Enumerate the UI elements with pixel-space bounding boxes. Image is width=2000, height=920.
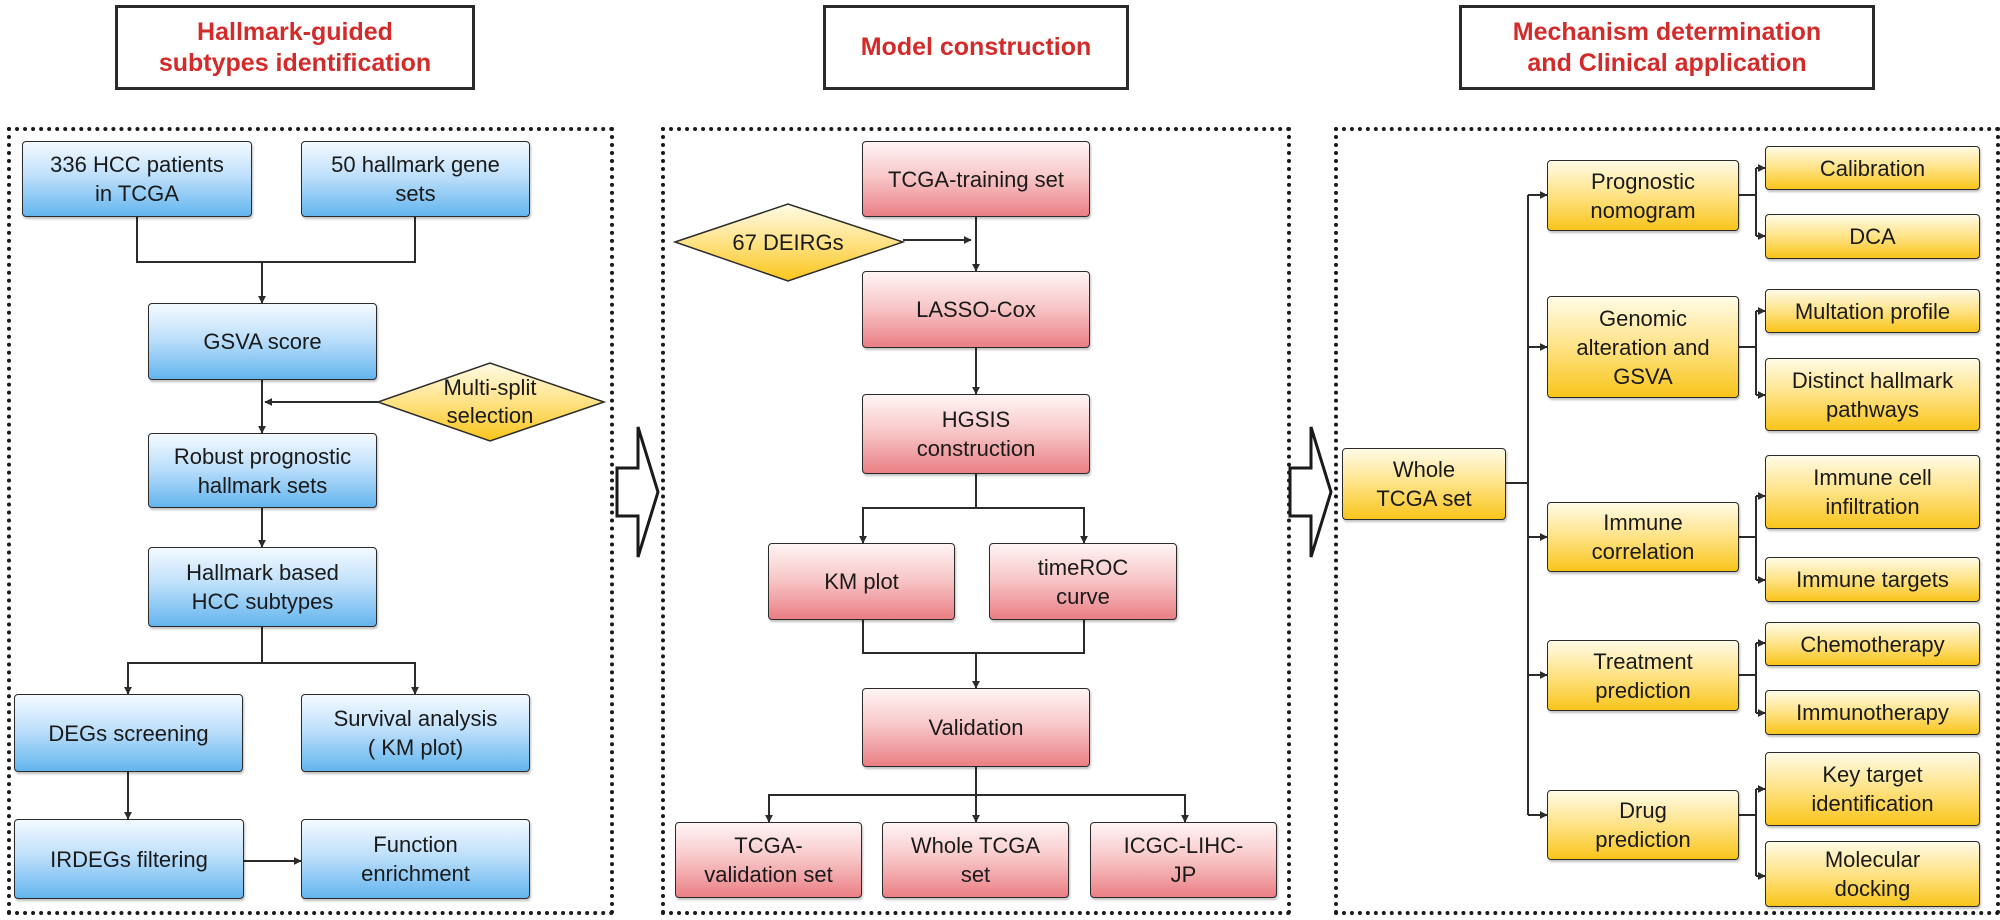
deirgs-diamond	[672, 203, 906, 282]
panel-transition-arrow-2	[1288, 426, 1333, 558]
panel-subtypes-identification	[7, 127, 614, 915]
whole-tcga-set-root-box: Whole TCGA set	[1342, 448, 1506, 520]
panel-transition-arrow-1	[615, 426, 660, 558]
degs-screening-box: DEGs screening	[14, 694, 243, 772]
function-enrichment-box: Function enrichment	[301, 819, 530, 899]
genomic-alteration-box: Genomic alteration and GSVA	[1547, 296, 1739, 398]
molecular-docking-box: Molecular docking	[1765, 841, 1980, 907]
drug-prediction-box: Drug prediction	[1547, 790, 1739, 860]
calibration-box: Calibration	[1765, 146, 1980, 190]
multi-split-diamond	[375, 362, 607, 442]
immunotherapy-box: Immunotherapy	[1765, 690, 1980, 735]
hallmark-gene-sets-box: 50 hallmark gene sets	[301, 141, 530, 217]
immune-correlation-box: Immune correlation	[1547, 502, 1739, 572]
deirgs-label: 67 DEIRGs	[732, 230, 844, 255]
immune-cell-infiltration-box: Immune cell infiltration	[1765, 455, 1980, 529]
irdegs-filtering-box: IRDEGs filtering	[14, 819, 244, 899]
tcga-training-set-box: TCGA-training set	[862, 141, 1090, 217]
header-subtypes-identification: Hallmark-guided subtypes identification	[115, 5, 475, 90]
prognostic-nomogram-box: Prognostic nomogram	[1547, 160, 1739, 231]
tcga-validation-set-box: TCGA- validation set	[675, 822, 862, 898]
immune-targets-box: Immune targets	[1765, 557, 1980, 602]
chemotherapy-box: Chemotherapy	[1765, 622, 1980, 666]
hcc-subtypes-box: Hallmark based HCC subtypes	[148, 547, 377, 627]
validation-box: Validation	[862, 688, 1090, 767]
timeroc-curve-box: timeROC curve	[989, 543, 1177, 620]
survival-analysis-box: Survival analysis ( KM plot)	[301, 694, 530, 772]
robust-hallmark-sets-box: Robust prognostic hallmark sets	[148, 433, 377, 508]
lasso-cox-box: LASSO-Cox	[862, 271, 1090, 348]
mutation-profile-box: Multation profile	[1765, 289, 1980, 333]
multi-split-label: Multi-split selection	[443, 375, 537, 428]
dca-box: DCA	[1765, 214, 1980, 259]
panel-model-construction	[661, 127, 1291, 915]
key-target-identification-box: Key target identification	[1765, 752, 1980, 826]
km-plot-box: KM plot	[768, 543, 955, 620]
whole-tcga-set-box: Whole TCGA set	[882, 822, 1069, 898]
gsva-score-box: GSVA score	[148, 303, 377, 380]
distinct-hallmark-pathways-box: Distinct hallmark pathways	[1765, 358, 1980, 431]
hcc-patients-box: 336 HCC patients in TCGA	[22, 141, 252, 217]
treatment-prediction-box: Treatment prediction	[1547, 640, 1739, 711]
icgc-lihc-jp-box: ICGC-LIHC- JP	[1090, 822, 1277, 898]
header-model-construction: Model construction	[823, 5, 1129, 90]
header-mechanism-clinical: Mechanism determination and Clinical app…	[1459, 5, 1875, 90]
panel-mechanism-clinical	[1334, 127, 2000, 915]
hgsis-construction-box: HGSIS construction	[862, 394, 1090, 474]
